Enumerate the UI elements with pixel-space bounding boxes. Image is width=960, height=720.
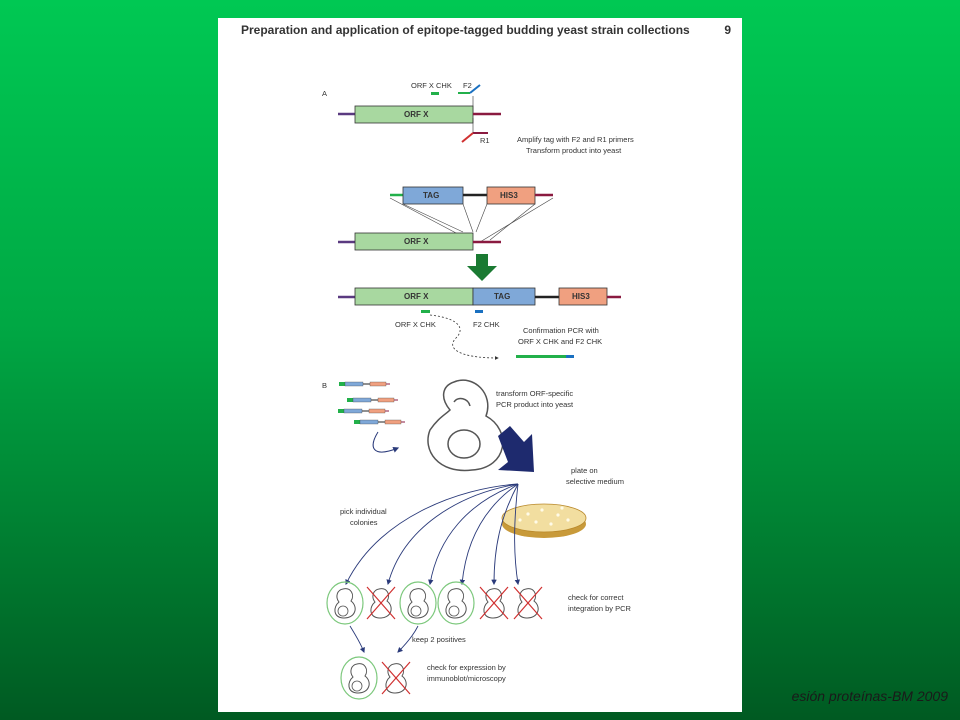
pick-arrows (345, 483, 521, 586)
recombination-lines (389, 197, 554, 243)
page-title: Preparation and application of epitope-t… (241, 23, 690, 37)
f2-chk-primer (475, 310, 483, 313)
pcr-product-stack (338, 381, 405, 425)
his3-label-2: HIS3 (572, 292, 590, 301)
pcr-product-bar (516, 355, 566, 358)
document-page: A ORF X CHK F2 ORF X R1 Amplify tag with… (218, 18, 742, 712)
primer-f2-label: F2 (463, 81, 472, 90)
keep-arrow-2 (397, 625, 419, 653)
f2-chk-label: F2 CHK (473, 320, 500, 329)
transform-curve-arrow (372, 431, 400, 453)
plate-line1: plate on (571, 466, 598, 475)
plating-arrow (498, 426, 534, 472)
check-line2: integration by PCR (568, 604, 632, 613)
final-colony-positive (340, 656, 378, 700)
tag-label-2: TAG (494, 292, 510, 301)
panel-a-label: A (322, 89, 327, 98)
tag-label-1: TAG (423, 191, 439, 200)
panel-b-label: B (322, 381, 327, 390)
transform-line2: PCR product into yeast (496, 400, 574, 409)
colony-row (326, 581, 543, 625)
primer-orf-x-chk (431, 92, 439, 95)
plate-line2: selective medium (566, 477, 624, 486)
yeast-tagging-figure: A ORF X CHK F2 ORF X R1 Amplify tag with… (322, 81, 634, 700)
colony-negative-1 (366, 586, 396, 620)
orf-x-label-3: ORF X (404, 292, 429, 301)
keep-label: keep 2 positives (412, 635, 466, 644)
expr-line1: check for expression by (427, 663, 506, 672)
amplify-note-line2: Transform product into yeast (526, 146, 622, 155)
amplify-note-line1: Amplify tag with F2 and R1 primers (517, 135, 634, 144)
his3-label-1: HIS3 (500, 191, 518, 200)
final-colony-negative (381, 661, 411, 695)
pcr-dashed-arrow (429, 314, 499, 360)
orf-x-chk-primer (421, 310, 430, 313)
page-number: 9 (724, 23, 731, 37)
confirm-line2: ORF X CHK and F2 CHK (518, 337, 602, 346)
primer-r1-label: R1 (480, 136, 490, 145)
colony-positive-1 (326, 581, 364, 625)
orf-x-chk-label: ORF X CHK (395, 320, 436, 329)
colony-positive-2 (399, 581, 437, 625)
expr-line2: immunoblot/microscopy (427, 674, 506, 683)
orf-x-label-2: ORF X (404, 237, 429, 246)
confirm-line1: Confirmation PCR with (523, 326, 599, 335)
primer-f2-blue (469, 84, 481, 94)
petri-dish (501, 503, 587, 538)
yeast-cell-large (427, 379, 504, 472)
transform-line1: transform ORF-specific (496, 389, 573, 398)
keep-arrow-1 (349, 625, 365, 654)
orf-x-label-1: ORF X (404, 110, 429, 119)
colony-negative-3 (513, 586, 543, 620)
pcr-product-tag-end (566, 355, 574, 358)
primer-r1-red (461, 132, 474, 143)
colony-positive-3 (437, 581, 475, 625)
slide-footer: esión proteínas-BM 2009 (791, 688, 948, 704)
integration-arrow (467, 254, 497, 281)
primer-chk-label: ORF X CHK (411, 81, 452, 90)
pick-line2: colonies (350, 518, 378, 527)
check-line1: check for correct (568, 593, 624, 602)
colony-negative-2 (479, 586, 509, 620)
pick-line1: pick individual (340, 507, 387, 516)
